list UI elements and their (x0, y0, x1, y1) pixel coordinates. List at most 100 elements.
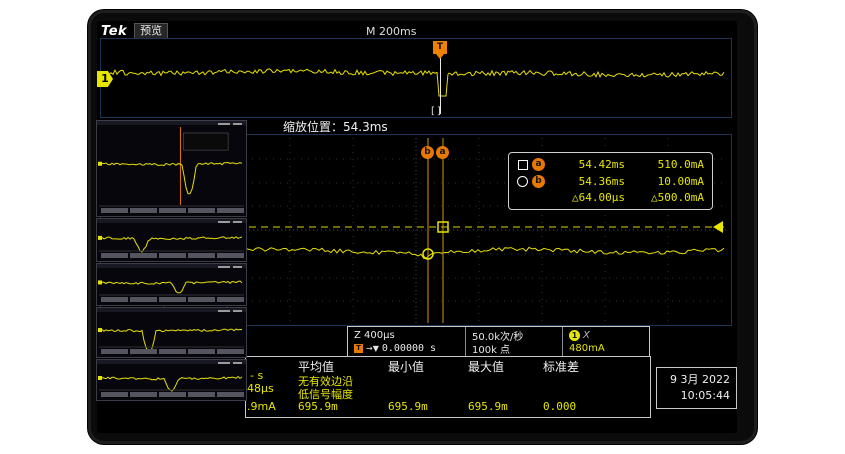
col-header-mean: 平均值 (298, 360, 335, 374)
thumbnail-menu-box (188, 208, 215, 213)
thumbnail-channel-badge (98, 376, 102, 380)
thumbnail-trace (99, 236, 243, 253)
trigger-letter: T (436, 42, 444, 52)
measurement-table: 平均值 最小值 最大值 标准差 无有效边沿 低信号幅度 - s 48µs .9m… (245, 356, 651, 418)
thumbnail-menu-box (217, 253, 244, 258)
preview-thumbnail[interactable] (96, 120, 247, 217)
thumbnail-menu-box (130, 253, 157, 258)
min-value: 695.9m (388, 400, 428, 413)
thumbnail-menu-box (159, 253, 186, 258)
clipped-value-fragment: 48µs (247, 382, 274, 395)
thumbnail-channel-badge (98, 280, 102, 285)
mean-value: 695.9m (298, 400, 338, 413)
date-readout: 9 3月 2022 (670, 373, 730, 386)
acquisition-status-bar: Z 400µs T →▼ 0.00000 s 50.0k次/秒 100k 点 1… (347, 326, 650, 357)
thumbnail-trace (100, 328, 243, 354)
thumbnail-channel-badge (98, 235, 102, 240)
thumbnail-canvas (97, 121, 246, 213)
square-marker-icon (515, 160, 530, 170)
overview-trace-canvas (106, 68, 725, 97)
thumbnail-channel-badge (98, 328, 102, 333)
thumbnail-text-hint (218, 221, 230, 223)
cursor-a-waveform-marker[interactable] (437, 221, 449, 233)
cursor-b-readout-row: b 54.36ms 10.00mA (515, 174, 704, 189)
trace-level-arrow-icon (713, 221, 723, 233)
preview-thumbnail[interactable] (96, 218, 247, 262)
trigger-icon: T (354, 343, 363, 353)
thumbnail-canvas (97, 264, 246, 302)
preview-thumbnail[interactable] (96, 307, 247, 358)
thumbnail-menu-box (217, 297, 244, 302)
thumbnail-canvas (97, 360, 246, 397)
thumbnail-menu-box (217, 208, 244, 213)
thumbnail-trace (99, 280, 243, 294)
trigger-position-marker[interactable]: T (433, 41, 447, 59)
cursor-a-label[interactable]: a (436, 146, 449, 159)
max-value: 695.9m (468, 400, 508, 413)
timebase-readout: M 200ms (366, 25, 417, 38)
thumbnail-menu-box (101, 349, 128, 354)
measurement-warning-2: 低信号幅度 (298, 388, 353, 401)
thumbnail-menu-box (217, 349, 244, 354)
thumbnail-readout-box (183, 132, 229, 151)
channel-scale-readout: 480mA (569, 342, 605, 354)
thumbnail-menu-box (188, 349, 215, 354)
cursor-a-time: 54.42ms (578, 158, 625, 171)
cursor-delta-readout-row: △64.00µs △500.0mA (515, 190, 704, 205)
thumbnail-text-hint (218, 123, 230, 125)
cursor-b-label[interactable]: b (421, 146, 434, 159)
datetime-panel: 9 3月 2022 10:05:44 (656, 367, 737, 409)
cursor-b-time: 54.36ms (578, 174, 625, 188)
thumbnail-text-hint (233, 310, 242, 312)
thumbnail-menu-box (188, 297, 215, 302)
measurement-warning-1: 无有效边沿 (298, 375, 353, 388)
thumbnail-text-hint (218, 362, 230, 364)
overview-trace (106, 68, 438, 77)
zoom-window-bracket: [] (431, 106, 443, 117)
cursor-readout-panel: a 54.42ms 510.0mA b 54.36ms 10.00mA △64.… (508, 152, 713, 210)
thumbnail-menu-box (159, 208, 186, 213)
clipped-value-fragment: - s (250, 369, 264, 382)
preview-thumbnail[interactable] (96, 263, 247, 306)
channel-1-badge[interactable]: 1 (97, 71, 113, 87)
channel-1-status-badge: 1 (569, 329, 580, 341)
thumbnail-menu-box (217, 392, 244, 397)
trigger-time-readout: 0.00000 s (381, 342, 437, 354)
channel-coupling-icon: X (583, 329, 590, 341)
spacer (532, 191, 545, 204)
cursor-b-waveform-marker[interactable] (422, 248, 434, 260)
thumbnail-menu-box (101, 208, 128, 213)
thumbnail-menu-box (130, 392, 157, 397)
trigger-line (440, 47, 441, 114)
preview-thumbnail[interactable] (96, 359, 247, 401)
overview-waveform-window (100, 38, 732, 118)
thumbnail-menu-box (159, 392, 186, 397)
col-header-stddev: 标准差 (543, 360, 580, 374)
acquisition-cell: 50.0k次/秒 100k 点 (466, 327, 563, 356)
thumbnail-topbar (97, 219, 246, 223)
thumbnail-text-hint (233, 266, 242, 268)
zoom-scale-cell: Z 400µs T →▼ 0.00000 s (348, 327, 466, 356)
cursor-a-badge: a (532, 158, 545, 171)
thumbnail-text-hint (233, 123, 242, 125)
overview-trace (447, 69, 725, 79)
top-bar: Tek 预览 (101, 23, 169, 39)
cursor-a-readout-row: a 54.42ms 510.0mA (515, 157, 704, 172)
col-header-max: 最大值 (468, 360, 505, 374)
thumbnail-menu-box (101, 297, 128, 302)
thumbnail-canvas (97, 308, 246, 354)
thumbnail-menu-box (130, 208, 157, 213)
thumbnail-menu-box (159, 297, 186, 302)
overview-trace-pulse (436, 71, 449, 97)
thumbnail-text-hint (218, 266, 230, 268)
tek-logo: Tek (101, 23, 128, 39)
thumbnail-menu-box (130, 297, 157, 302)
thumbnail-menu-box (188, 392, 215, 397)
thumbnail-menu-box (130, 349, 157, 354)
thumbnail-menu-box (101, 253, 128, 258)
col-header-min: 最小值 (388, 360, 425, 374)
thumbnail-text-hint (233, 221, 242, 223)
thumbnail-text-hint (233, 362, 242, 364)
cursor-delta-value: △500.0mA (651, 191, 704, 204)
